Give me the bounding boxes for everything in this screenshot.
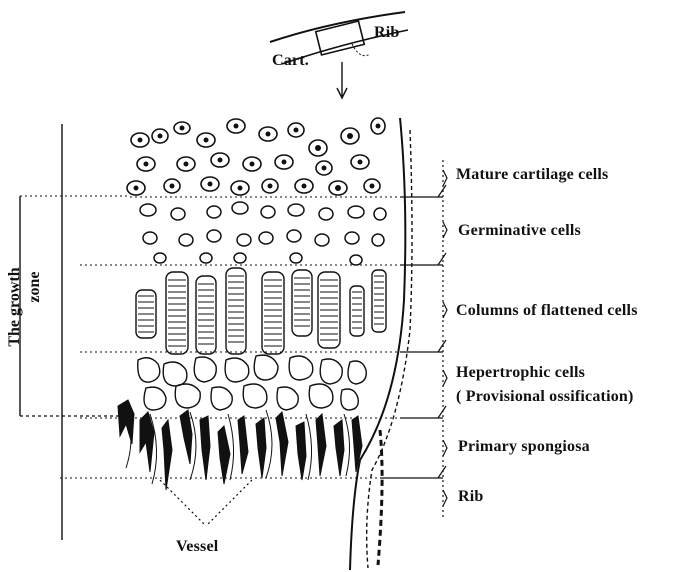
zone-label-hypertrophic: Hepertrophic cells [456,364,585,382]
right-braces [380,160,447,518]
zone-label-columns: Columns of flattened cells [456,302,638,320]
hypertrophic-cells [138,355,367,410]
primary-spongiosa [118,400,362,490]
zone-separators [60,197,440,478]
mature-cartilage-cells [127,118,385,195]
growth-zone-label-line1: The growth [6,257,24,357]
inset-cart-label: Cart. [272,52,309,70]
mature-cell-nuclei [134,124,381,192]
inset-rib-label: Rib [374,24,400,42]
vessel-label: Vessel [176,538,218,556]
zone-label-provisional: ( Provisional ossification) [456,388,634,406]
zone-label-rib: Rib [458,488,484,506]
zone-label-mature: Mature cartilage cells [456,166,609,184]
zone-label-germinative: Germinative cells [458,222,581,240]
flattened-cell-columns [136,268,386,354]
cortical-bone [350,118,412,570]
column-stripes [138,276,384,346]
vessel-pointers [160,480,252,526]
growth-zone-label-line2: zone [26,267,44,307]
zone-label-spongiosa: Primary spongiosa [458,438,590,456]
germinative-cells [140,202,386,265]
